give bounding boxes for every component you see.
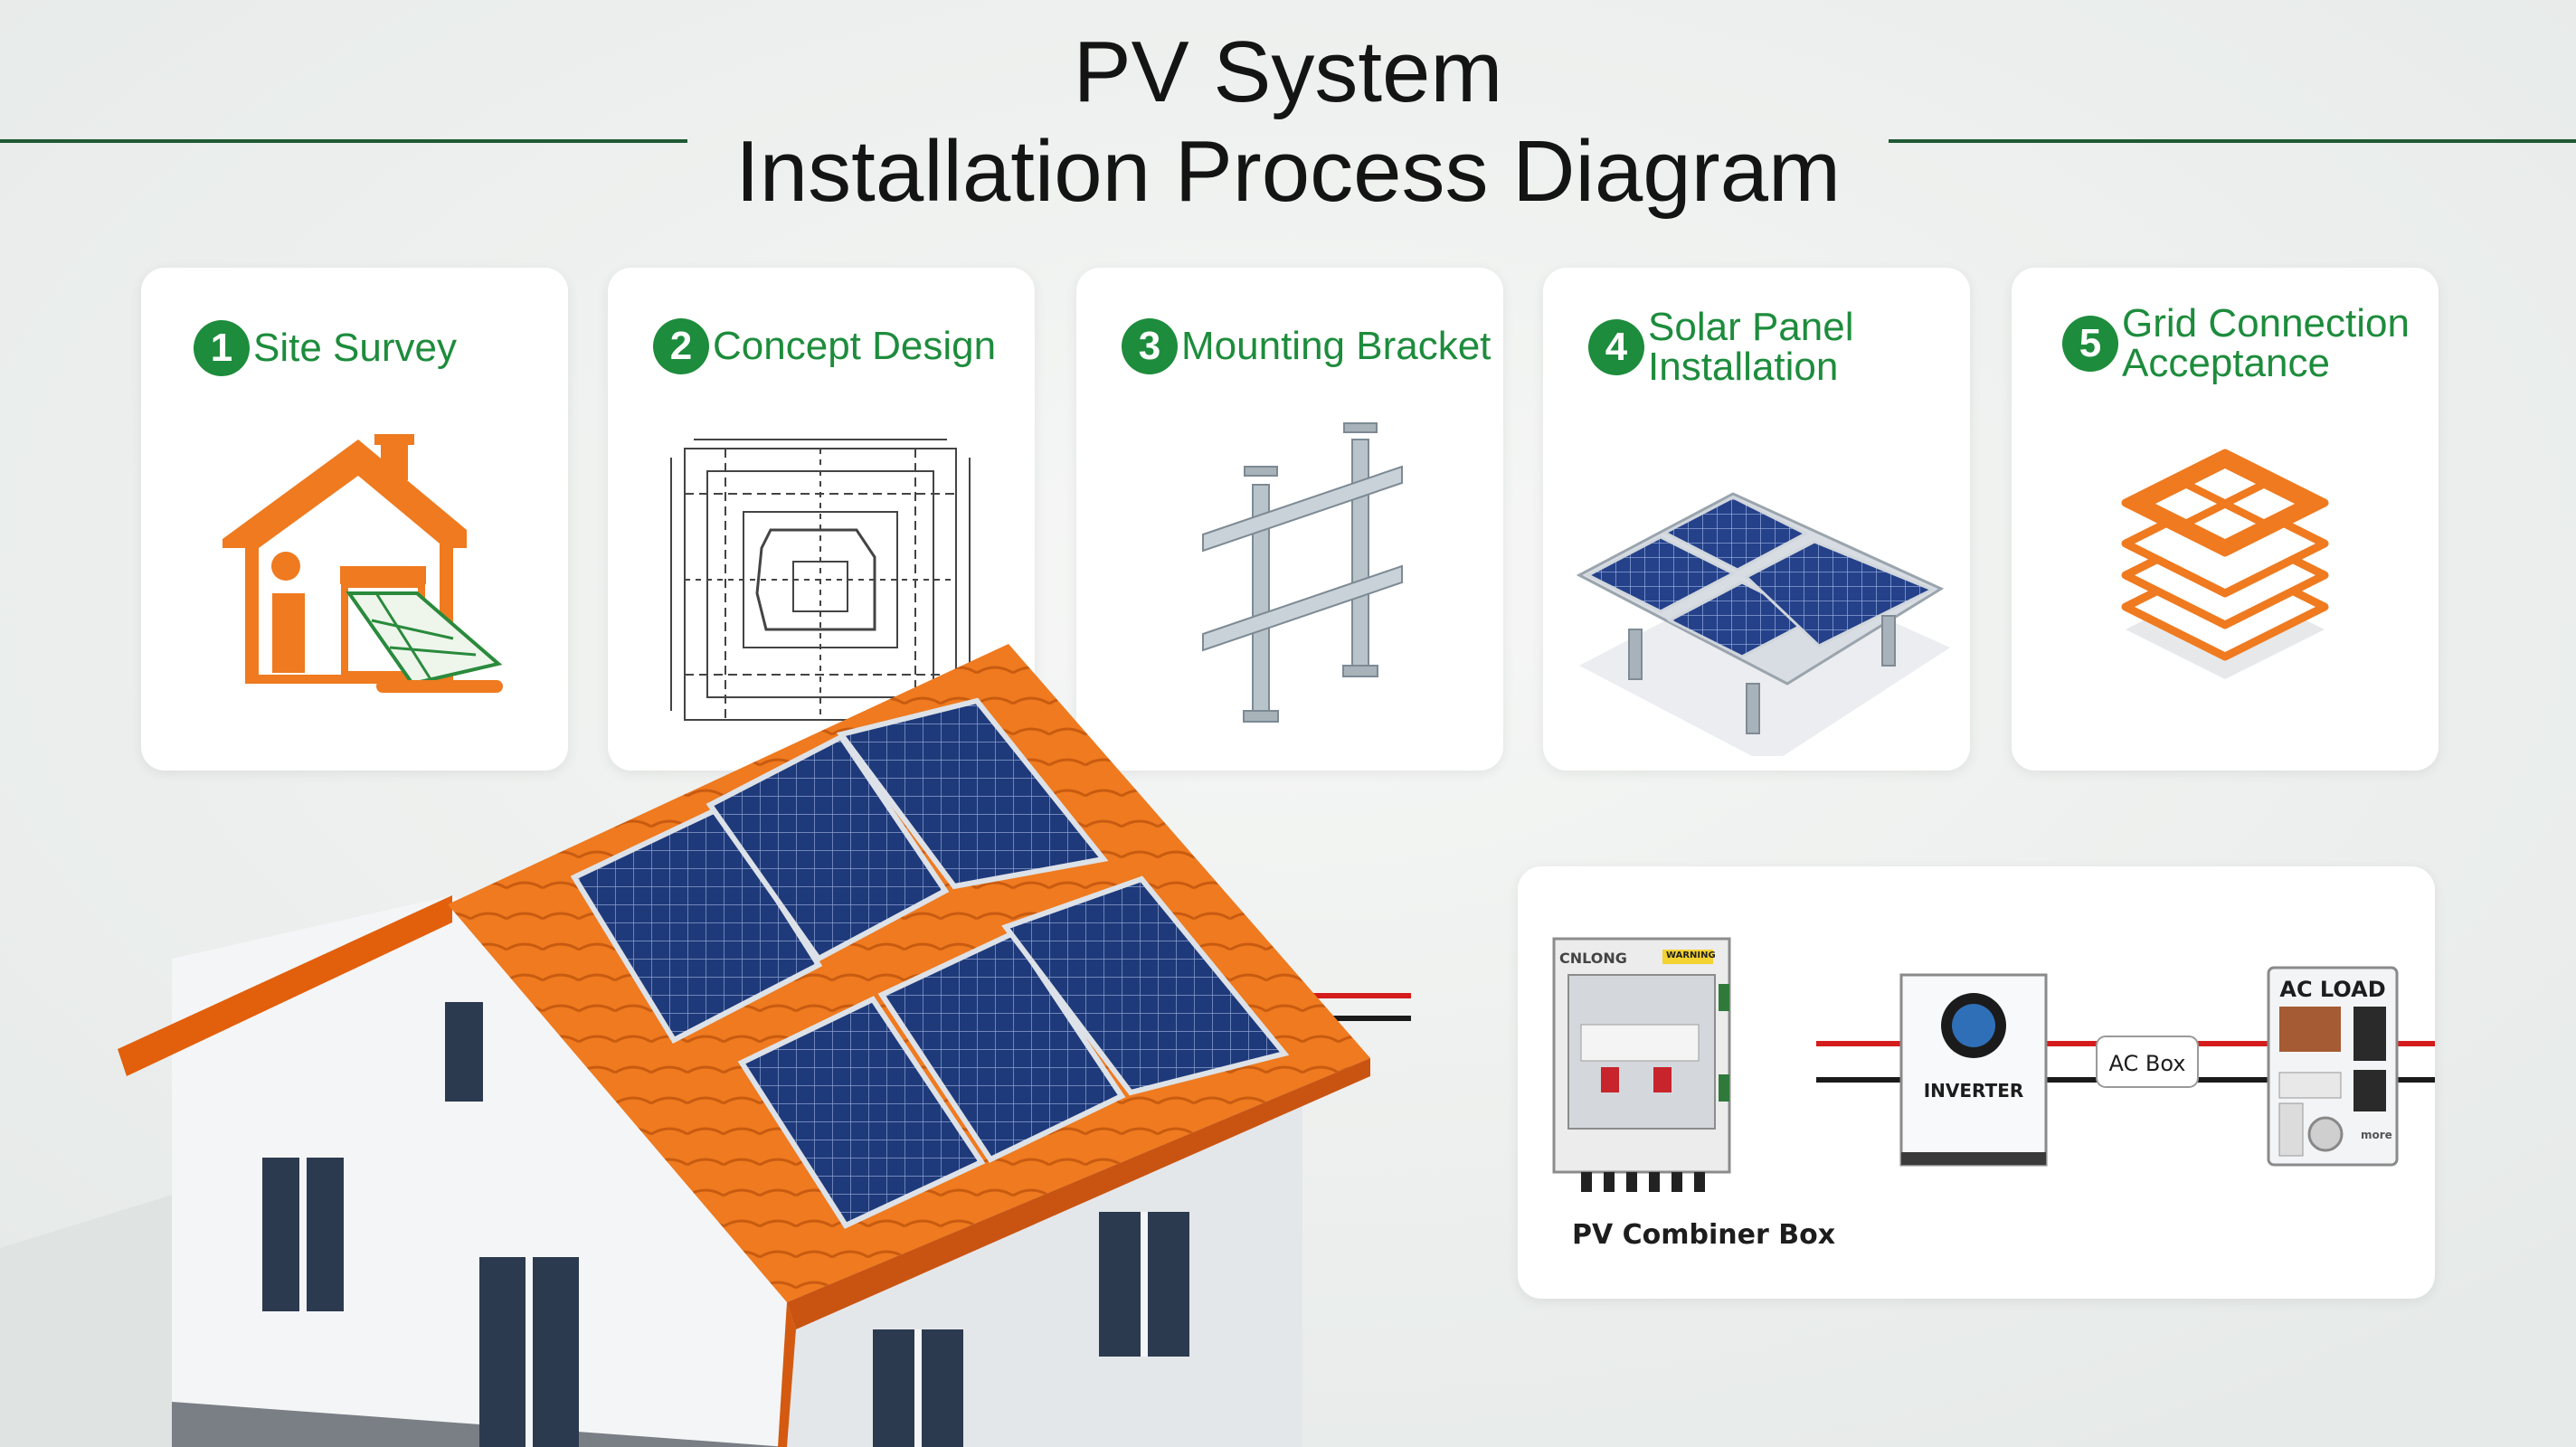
step-card-site-survey: 1 Site Survey [141,268,568,771]
title-rule-right [1889,139,2576,143]
step-label: Solar Panel Installation [1648,305,1854,389]
step-header: 4 Solar Panel Installation [1588,307,1961,387]
combiner-warning: WARNING [1666,950,1716,960]
step-header: 5 Grid Connection Acceptance [2062,304,2429,383]
wiring-svg [1552,937,2435,1192]
mounting-bracket-icon [1202,422,1403,723]
step-label: Site Survey [253,326,457,370]
title-line-1: PV System [1073,24,1503,120]
step-number-badge: 5 [2062,316,2118,372]
step-label: Grid Connection Acceptance [2122,301,2410,385]
step-number-badge: 1 [194,320,250,376]
step-card-grid-connection-acceptance: 5 Grid Connection Acceptance [2012,268,2439,771]
ac-box-label: AC Box [2108,1051,2186,1076]
title-rule-left [0,139,687,143]
step-label: Mounting Bracket [1181,324,1492,368]
blueprint-icon [670,439,971,721]
ac-load-label: AC LOAD [2279,977,2386,1002]
step-header: 2 Concept Design [653,318,1026,374]
step-card-mounting-bracket: 3 Mounting Bracket [1076,268,1503,771]
step-number-badge: 2 [653,318,709,374]
solar-array-icon [1576,492,1950,756]
wiring-panel: CNLONG WARNING PV Combiner Box INVERTER … [1518,866,2435,1299]
combiner-brand: CNLONG [1559,950,1627,967]
step-number-badge: 3 [1122,318,1178,374]
step-header: 3 Mounting Bracket [1122,318,1494,374]
step-header: 1 Site Survey [194,320,559,376]
step-number-badge: 4 [1588,319,1644,375]
inverter-label: INVERTER [1923,1080,2024,1102]
title-line-2: Installation Process Diagram [735,123,1841,220]
step-label: Concept Design [713,324,997,368]
layers-grid-icon [2121,449,2329,679]
combiner-caption: PV Combiner Box [1572,1219,1836,1251]
ac-load-more: more [2361,1129,2392,1141]
house-survey-icon [223,434,503,693]
step-card-solar-panel-installation: 4 Solar Panel Installation [1543,268,1970,771]
house-illustration [118,644,1411,1447]
